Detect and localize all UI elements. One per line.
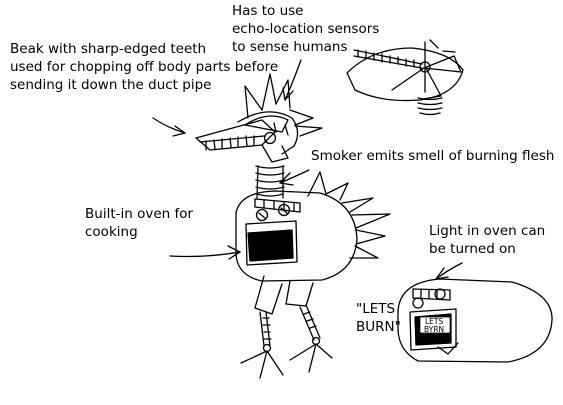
beak-arrow <box>152 117 186 137</box>
light-callout: Light in oven can be turned on <box>429 223 546 257</box>
head-spikes <box>244 73 323 137</box>
built-in-oven <box>245 220 298 266</box>
legs <box>254 275 321 353</box>
oven-arrow <box>169 245 241 260</box>
beak-callout: Beak with sharp-edged teeth used for cho… <box>10 41 279 93</box>
smoker-arrow <box>279 169 310 186</box>
beak <box>195 119 289 163</box>
echo-callout: Has to use echo-location sensors to sens… <box>232 3 380 55</box>
smoker-callout: Smoker emits smell of burning flesh <box>311 148 555 164</box>
oven-closeup-drawing <box>397 278 553 363</box>
feet <box>240 343 333 379</box>
echo-sensor-drawing <box>346 39 464 116</box>
echo-arrow <box>282 59 302 101</box>
light-arrow <box>435 262 463 280</box>
oven-sign-line1: LETS <box>425 317 443 326</box>
oven-sign-line2: BYRN <box>424 325 444 334</box>
oven-callout: Built-in oven for cooking <box>85 206 194 240</box>
creature-drawing <box>195 73 391 379</box>
body-spikes <box>307 171 391 259</box>
quote-callout: "LETS BURN" <box>356 301 401 335</box>
arrows <box>152 59 463 280</box>
body <box>235 190 358 282</box>
head <box>237 111 299 155</box>
